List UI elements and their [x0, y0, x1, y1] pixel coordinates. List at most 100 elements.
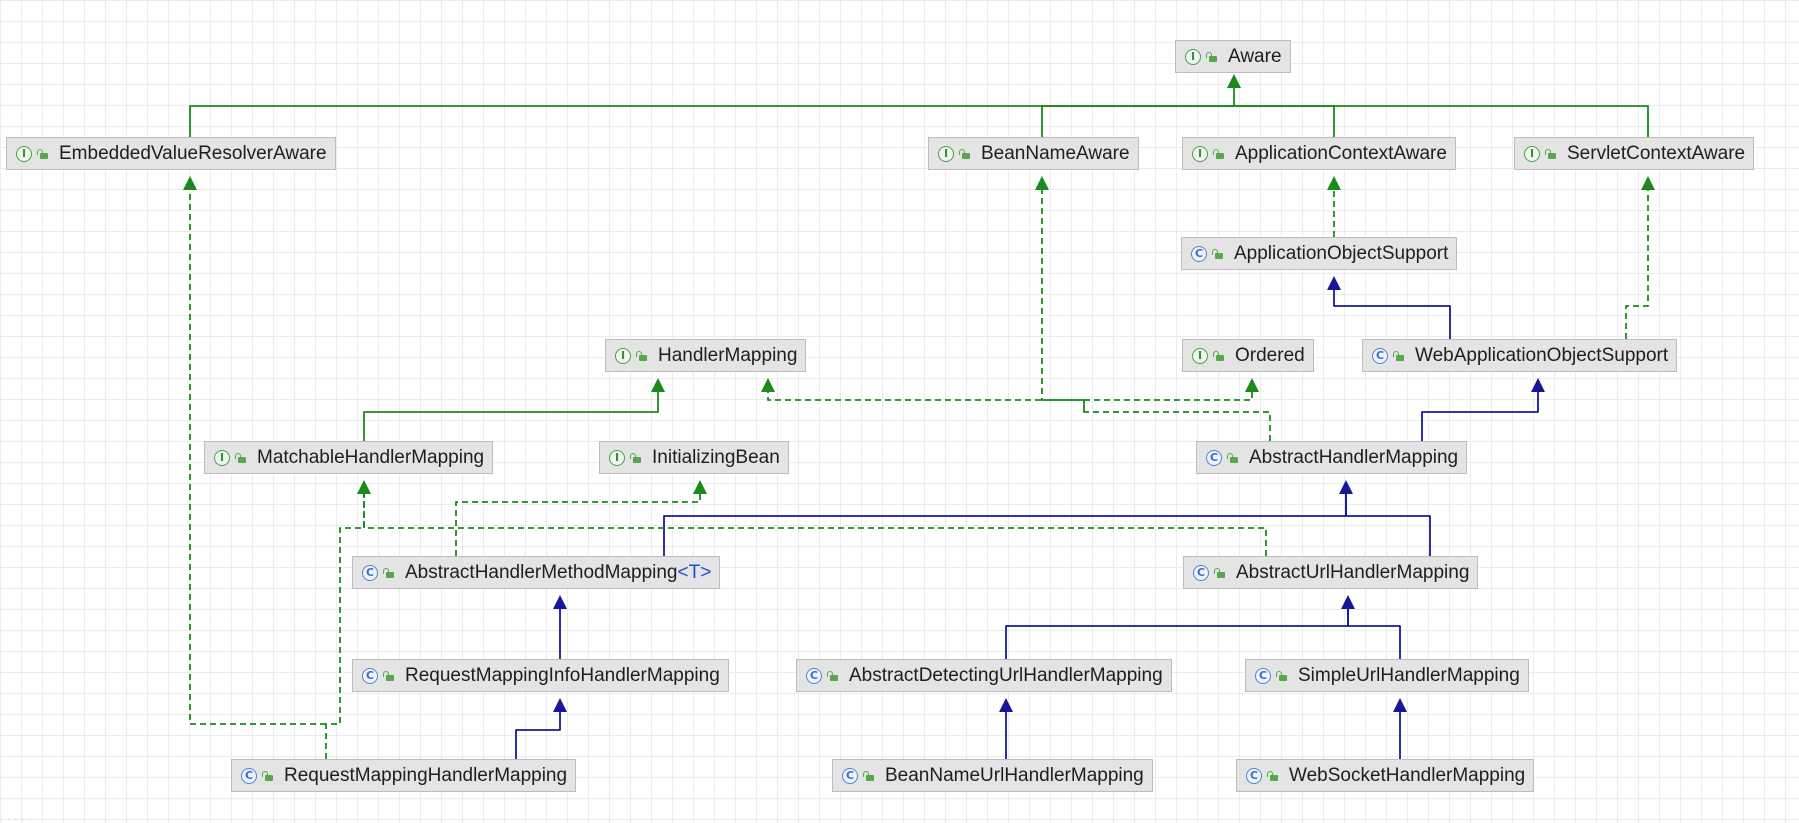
- edge-embedded-to-aware: [189, 105, 1234, 137]
- public-access-icon: [36, 147, 50, 161]
- class-icon: C: [362, 667, 378, 684]
- edge-rmhm-to-embedded: [189, 190, 326, 725]
- edge-rmhm-to-matchable: [325, 494, 365, 759]
- node-ordered[interactable]: I Ordered: [1182, 339, 1314, 372]
- node-label: AbstractHandlerMapping: [1249, 446, 1459, 468]
- node-aware[interactable]: I Aware: [1175, 40, 1291, 73]
- node-handlermapping[interactable]: I HandlerMapping: [605, 339, 807, 372]
- node-beannameurlhm[interactable]: C BeanNameUrlHandlerMapping: [832, 759, 1153, 792]
- node-websockethm[interactable]: C WebSocketHandlerMapping: [1236, 759, 1535, 792]
- node-rmihm[interactable]: C RequestMappingInfoHandlerMapping: [352, 659, 729, 692]
- arrowhead: [1327, 276, 1341, 290]
- class-icon: C: [362, 564, 378, 581]
- public-access-icon: [234, 451, 248, 465]
- public-access-icon: [958, 147, 972, 161]
- type-parameter: <T>: [677, 561, 712, 583]
- public-access-icon: [1275, 669, 1289, 683]
- node-label: ServletContextAware: [1567, 142, 1746, 164]
- public-access-icon: [1266, 769, 1280, 783]
- node-label: WebApplicationObjectSupport: [1415, 344, 1669, 366]
- node-label: AbstractDetectingUrlHandlerMapping: [849, 664, 1163, 686]
- edge-abstracthm-to-ordered: [1084, 392, 1253, 401]
- arrowhead: [1245, 378, 1259, 392]
- node-embedded[interactable]: I EmbeddedValueResolverAware: [6, 137, 336, 170]
- edge-rmhm-to-rmihm: [515, 712, 561, 759]
- node-webappobjsupport[interactable]: C WebApplicationObjectSupport: [1362, 339, 1678, 372]
- class-icon: C: [1193, 564, 1209, 581]
- public-access-icon: [1212, 349, 1226, 363]
- arrowhead: [553, 698, 567, 712]
- public-access-icon: [1213, 566, 1227, 580]
- node-label: EmbeddedValueResolverAware: [59, 142, 327, 164]
- public-access-icon: [1211, 247, 1225, 261]
- node-label: MatchableHandlerMapping: [257, 446, 485, 468]
- edge-servletctxaware-to-aware: [1234, 105, 1649, 137]
- public-access-icon: [261, 769, 275, 783]
- interface-icon: I: [1185, 48, 1201, 65]
- arrowhead: [761, 378, 775, 392]
- class-icon: C: [806, 667, 822, 684]
- arrowhead: [553, 595, 567, 609]
- node-label: BeanNameAware: [981, 142, 1130, 164]
- interface-icon: I: [615, 347, 631, 364]
- interface-icon: I: [1524, 145, 1540, 162]
- interface-icon: I: [1192, 347, 1208, 364]
- node-label: RequestMappingInfoHandlerMapping: [405, 664, 720, 686]
- node-rmhm[interactable]: C RequestMappingHandlerMapping: [231, 759, 577, 792]
- node-label: ApplicationObjectSupport: [1234, 242, 1449, 264]
- edge-abstracthmm-to-initbean: [455, 494, 701, 556]
- node-appobjsupport[interactable]: C ApplicationObjectSupport: [1181, 237, 1458, 270]
- node-label: Aware: [1228, 45, 1282, 67]
- edge-matchable-to-handlermapping: [363, 392, 659, 441]
- node-label: AbstractHandlerMethodMapping: [405, 561, 678, 583]
- edge-appctxaware-to-aware: [1234, 105, 1335, 137]
- public-access-icon: [1212, 147, 1226, 161]
- edge-simpleurlhm-to-abstracturlhm: [1347, 609, 1401, 659]
- class-icon: C: [241, 767, 257, 784]
- node-adurlhm[interactable]: C AbstractDetectingUrlHandlerMapping: [796, 659, 1172, 692]
- class-icon: C: [1191, 245, 1207, 262]
- interface-icon: I: [16, 145, 32, 162]
- public-access-icon: [1205, 50, 1219, 64]
- public-access-icon: [1392, 349, 1406, 363]
- edge-webappobjsupport-to-servletctxaware: [1625, 190, 1649, 339]
- arrowhead: [357, 480, 371, 494]
- edge-abstracturlhm-to-matchable: [363, 494, 1267, 556]
- public-access-icon: [826, 669, 840, 683]
- node-label: InitializingBean: [652, 446, 780, 468]
- arrowhead: [651, 378, 665, 392]
- node-label: RequestMappingHandlerMapping: [284, 764, 568, 786]
- edge-abstracthm-to-webappobjsupport: [1421, 392, 1539, 441]
- class-icon: C: [1246, 767, 1262, 784]
- node-abstracturlhm[interactable]: C AbstractUrlHandlerMapping: [1183, 556, 1479, 589]
- arrowhead: [1341, 595, 1355, 609]
- interface-icon: I: [1192, 145, 1208, 162]
- node-label: AbstractUrlHandlerMapping: [1236, 561, 1470, 583]
- node-label: ApplicationContextAware: [1235, 142, 1447, 164]
- node-appctxaware[interactable]: I ApplicationContextAware: [1182, 137, 1456, 170]
- edge-adurlhm-to-abstracturlhm: [1005, 609, 1349, 659]
- edge-webappobjsupport-to-appobjsupport: [1333, 290, 1451, 339]
- class-icon: C: [1255, 667, 1271, 684]
- node-label: WebSocketHandlerMapping: [1289, 764, 1526, 786]
- arrowhead: [1531, 378, 1545, 392]
- node-servletctxaware[interactable]: I ServletContextAware: [1514, 137, 1755, 170]
- arrowhead: [1327, 176, 1341, 190]
- public-access-icon: [1226, 451, 1240, 465]
- class-icon: C: [842, 767, 858, 784]
- node-abstracthmm[interactable]: C AbstractHandlerMethodMapping<T>: [352, 556, 721, 589]
- node-label: BeanNameUrlHandlerMapping: [885, 764, 1144, 786]
- node-label: Ordered: [1235, 344, 1305, 366]
- public-access-icon: [1544, 147, 1558, 161]
- node-label: HandlerMapping: [658, 344, 798, 366]
- arrowhead: [693, 480, 707, 494]
- class-icon: C: [1372, 347, 1388, 364]
- arrowhead: [1393, 698, 1407, 712]
